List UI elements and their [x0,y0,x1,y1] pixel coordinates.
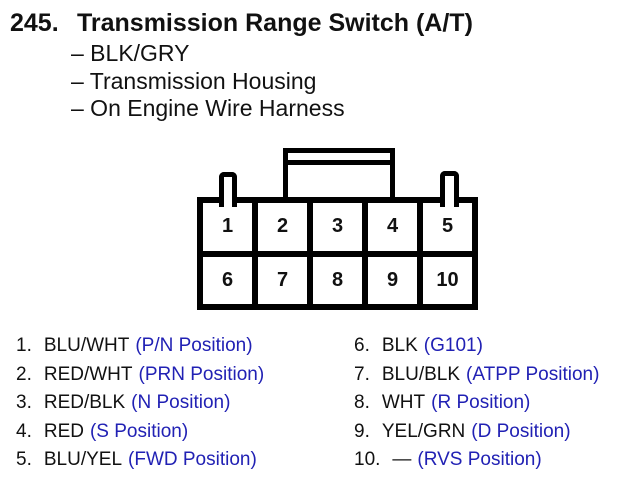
pin-number: 5. [16,449,32,470]
detail-line-harness: – On Engine Wire Harness [71,95,345,121]
pin-row-8: 8. WHT(R Position) [354,389,599,418]
pin-wire-color: — [392,449,412,470]
pin-row-7: 7. BLU/BLK(ATPP Position) [354,361,599,390]
pin-number: 6. [354,335,370,356]
pin-row-4: 4. RED(S Position) [16,418,264,447]
pin-number: 3. [16,392,32,413]
connector-details-list: – BLK/GRY – Transmission Housing – On En… [71,40,345,123]
pin-cell-9: 9 [368,256,417,304]
pin-list-right: 6. BLK(G101) 7. BLU/BLK(ATPP Position) 8. W… [354,332,599,475]
pin-row-9: 9. YEL/GRN(D Position) [354,418,599,447]
pin-number: 4. [16,420,32,442]
pin-row-1: 1. BLU/WHT(P/N Position) [16,332,264,361]
pin-wire-color: RED [43,420,84,442]
connector-body: 1 2 3 4 5 6 7 8 9 10 [197,197,478,310]
pin-row-5: 5. BLU/YEL(FWD Position) [16,446,264,475]
pin-list-left: 1. BLU/WHT(P/N Position) 2. RED/WHT(PRN Po… [16,332,264,475]
pin-cell-10: 10 [423,256,472,304]
pin-number: 9. [354,420,370,442]
connector-latch [283,148,395,203]
pin-number: 8. [354,392,370,413]
pin-number: 2. [16,363,32,385]
pin-position-note: (G101) [423,335,483,356]
pin-number: 10. [354,449,381,470]
pin-position-note: (D Position) [471,420,571,442]
latch-line [288,153,390,165]
pin-cell-6: 6 [203,256,252,304]
detail-line-location: – Transmission Housing [71,67,317,94]
pin-row-3: 3. RED/BLK(N Position) [16,389,264,418]
pin-row-6: 6. BLK(G101) [354,332,599,361]
pin-number: 1. [16,335,32,356]
pin-wire-color: RED/BLK [43,392,126,413]
pin-position-note: (ATPP Position) [466,363,600,385]
page-title: Transmission Range Switch (A/T) [77,9,473,37]
detail-line-color: – BLK/GRY [71,40,190,66]
pin-position-note: (RVS Position) [417,449,542,470]
connector-tab-left [219,172,237,207]
connector-tab-right [440,171,459,207]
pin-position-note: (P/N Position) [135,335,253,356]
pin-cell-2: 2 [258,203,307,251]
pin-cell-8: 8 [313,256,362,304]
section-header: 245. Transmission Range Switch (A/T) [10,8,473,38]
pin-wire-color: BLK [381,335,418,356]
pin-position-note: (FWD Position) [128,449,257,470]
pin-position-note: (PRN Position) [138,363,265,385]
pin-cell-4: 4 [368,203,417,251]
pin-cell-7: 7 [258,256,307,304]
section-number: 245. [10,9,59,37]
pin-wire-color: BLU/YEL [43,449,123,470]
pin-position-note: (R Position) [431,392,531,413]
pin-wire-color: WHT [381,392,426,413]
pin-number: 7. [354,363,370,385]
pin-wire-color: RED/WHT [43,363,133,385]
connector-diagram: 1 2 3 4 5 6 7 8 9 10 [197,148,478,311]
pin-wire-color: BLU/BLK [381,363,461,385]
pin-wire-color: YEL/GRN [381,420,466,442]
pin-row-10: 10. —(RVS Position) [354,446,599,475]
pin-wire-color: BLU/WHT [43,335,130,356]
pin-row-2: 2. RED/WHT(PRN Position) [16,361,264,390]
pin-position-note: (N Position) [131,392,231,413]
pin-cell-1: 1 [203,203,252,251]
pin-cell-3: 3 [313,203,362,251]
pin-cell-5: 5 [423,203,472,251]
pin-position-note: (S Position) [89,420,189,442]
